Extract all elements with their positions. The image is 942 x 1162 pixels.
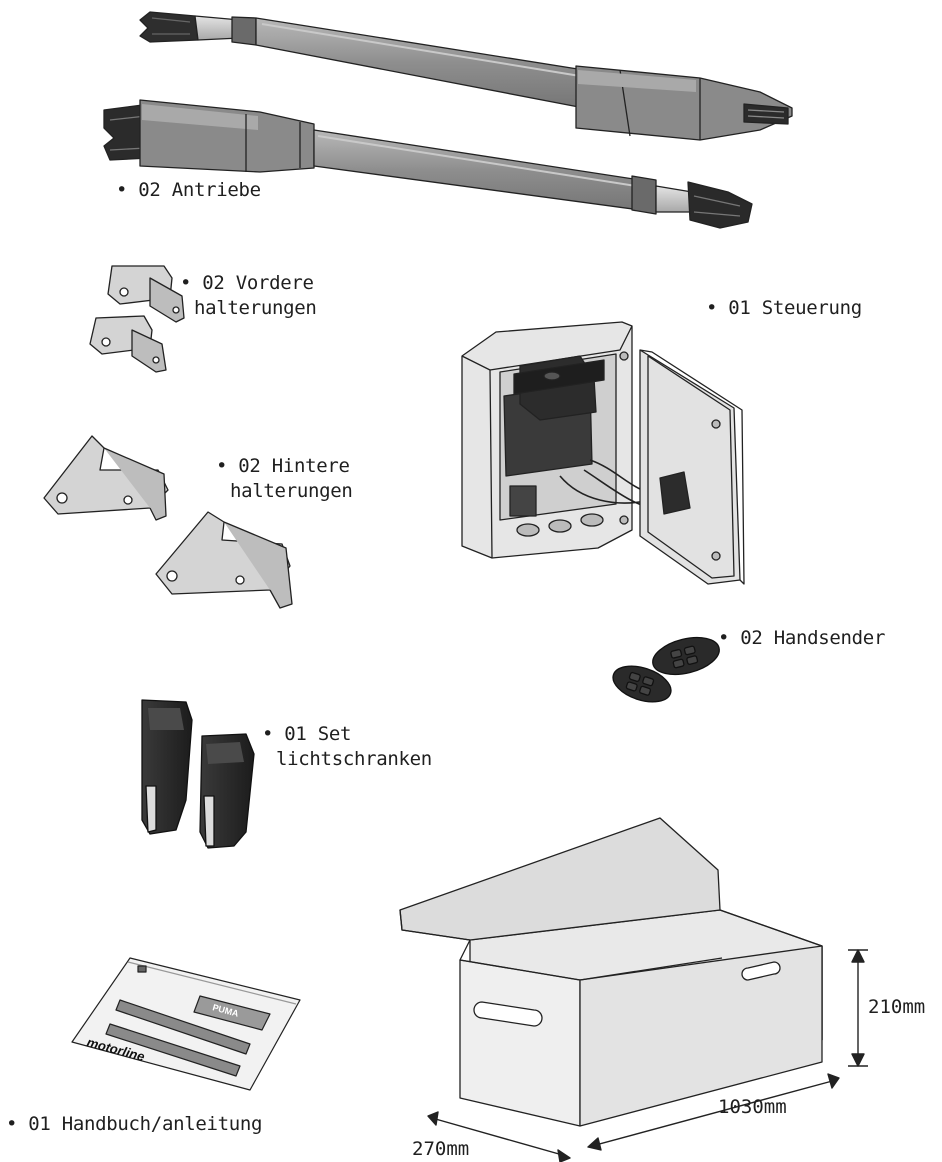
control-box bbox=[461, 321, 745, 585]
label-photocells: • 01 Set lichtschranken bbox=[262, 722, 432, 772]
label-front-brackets-line1: • 02 Vordere bbox=[180, 272, 314, 294]
label-control-unit-text: • 01 Steuerung bbox=[706, 297, 862, 319]
label-manual-text: • 01 Handbuch/anleitung bbox=[6, 1113, 263, 1135]
dimension-width: 270mm bbox=[412, 1138, 470, 1160]
manual-booklet bbox=[71, 957, 301, 1091]
label-manual: • 01 Handbuch/anleitung bbox=[6, 1112, 263, 1137]
label-front-brackets: • 02 Vordere halterungen bbox=[180, 271, 317, 321]
label-actuators-text: • 02 Antriebe bbox=[116, 179, 261, 201]
front-brackets bbox=[89, 265, 185, 373]
label-photocells-line1: • 01 Set bbox=[262, 723, 352, 745]
label-control-unit: • 01 Steuerung bbox=[706, 296, 862, 321]
remote-controls bbox=[612, 636, 720, 703]
dimension-height: 210mm bbox=[868, 996, 926, 1018]
photocells bbox=[141, 699, 255, 849]
dimension-length: 1030mm bbox=[718, 1096, 787, 1118]
label-rear-brackets: • 02 Hintere halterungen bbox=[216, 454, 353, 504]
rear-brackets bbox=[43, 435, 293, 609]
label-actuators: • 02 Antriebe bbox=[116, 178, 261, 203]
actuator-bottom bbox=[103, 99, 753, 229]
shipping-box bbox=[399, 817, 868, 1162]
label-front-brackets-line2: halterungen bbox=[194, 297, 317, 319]
actuator-top bbox=[139, 11, 793, 141]
label-remotes-text: • 02 Handsender bbox=[718, 627, 886, 649]
label-photocells-line2: lichtschranken bbox=[276, 748, 432, 770]
label-remotes: • 02 Handsender bbox=[718, 626, 885, 651]
label-rear-brackets-line1: • 02 Hintere bbox=[216, 455, 350, 477]
label-rear-brackets-line2: halterungen bbox=[230, 480, 353, 502]
